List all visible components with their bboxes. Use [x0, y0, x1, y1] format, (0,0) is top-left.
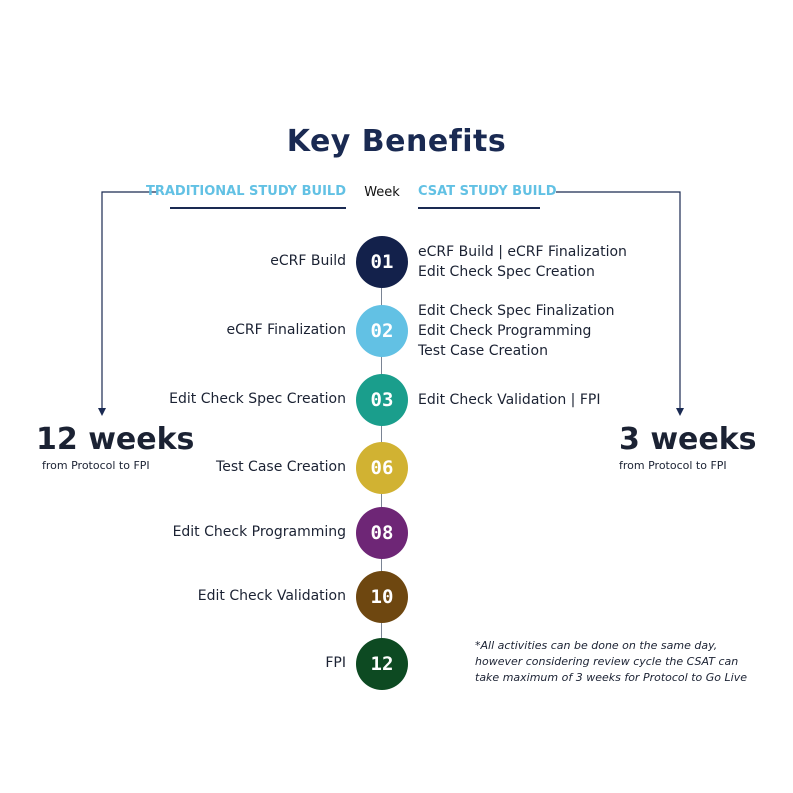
- traditional-underline: [170, 207, 346, 209]
- csat-header: CSAT STUDY BUILD: [418, 184, 557, 199]
- csat-step-label: Edit Check Spec Finalization: [418, 303, 615, 319]
- traditional-arrow-head: [98, 408, 106, 416]
- csat-arrow-head: [676, 408, 684, 416]
- week-circle-01: 01: [356, 236, 408, 288]
- csat-step-label: Test Case Creation: [418, 343, 548, 359]
- page-title: Key Benefits: [286, 124, 507, 159]
- csat-step-label: Edit Check Programming: [418, 323, 592, 339]
- footnote: *All activities can be done on the same …: [475, 639, 747, 684]
- traditional-step-label: Test Case Creation: [216, 459, 346, 475]
- csat-step-group: Edit Check Spec Finalization Edit Check …: [418, 301, 615, 361]
- traditional-step-label: Edit Check Programming: [172, 524, 346, 540]
- csat-step-label: Edit Check Spec Creation: [418, 264, 595, 280]
- traditional-arrow-line: [101, 191, 157, 410]
- week-circle-08: 08: [356, 507, 408, 559]
- traditional-duration-caption: from Protocol to FPI: [42, 459, 150, 472]
- traditional-step-label: Edit Check Spec Creation: [169, 391, 346, 407]
- week-circle-02: 02: [356, 305, 408, 357]
- week-circle-12: 12: [356, 638, 408, 690]
- week-header: Week: [364, 185, 400, 200]
- csat-arrow-line: [556, 191, 681, 410]
- traditional-step-label: eCRF Finalization: [226, 322, 346, 338]
- csat-duration: 3 weeks: [619, 422, 757, 457]
- csat-step-label: eCRF Build | eCRF Finalization: [418, 244, 627, 260]
- csat-duration-caption: from Protocol to FPI: [619, 459, 727, 472]
- traditional-duration: 12 weeks: [36, 422, 195, 457]
- csat-step-label: Edit Check Validation | FPI: [418, 392, 601, 408]
- traditional-step-label: FPI: [325, 655, 346, 671]
- traditional-step-label: eCRF Build: [270, 253, 346, 269]
- week-circle-10: 10: [356, 571, 408, 623]
- traditional-header: TRADITIONAL STUDY BUILD: [145, 184, 346, 199]
- week-circle-03: 03: [356, 374, 408, 426]
- csat-underline: [418, 207, 540, 209]
- week-circle-06: 06: [356, 442, 408, 494]
- csat-step-group: eCRF Build | eCRF Finalization Edit Chec…: [418, 242, 627, 282]
- csat-step-group: Edit Check Validation | FPI: [418, 390, 600, 410]
- traditional-step-label: Edit Check Validation: [197, 588, 346, 604]
